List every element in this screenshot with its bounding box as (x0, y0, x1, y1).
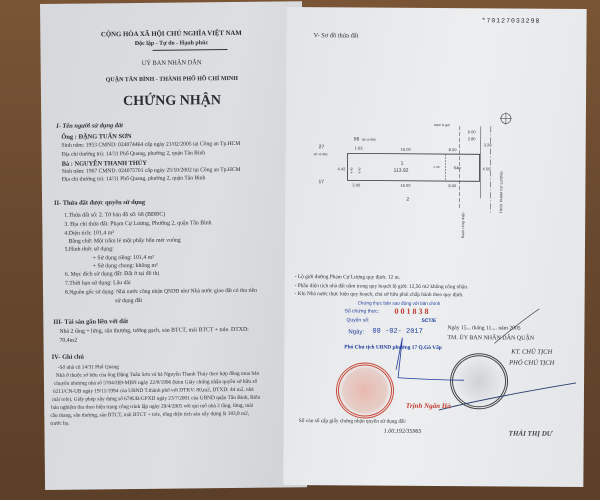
dim-left-side: 4.42 (338, 166, 347, 171)
owner1-address: Địa chỉ thường trú: 14/31 Phổ Quang, phư… (61, 150, 206, 158)
private-use: + Sử dụng riêng: 101,4 m² (92, 254, 154, 262)
parcel-area: 4.Diện tích: 101,4 m² (64, 230, 114, 237)
dim-inner-mid: 4.40 (434, 165, 440, 169)
parcel-area-words: Bằng chữ: Một trăm lẻ một phẩy bốn mét v… (68, 237, 181, 245)
note-line: cầu thang, sân thượng, sàn BTCT, mái BTC… (50, 410, 250, 419)
dim-inner-left-a: 4.40 (350, 167, 354, 173)
chairman-signature (438, 382, 577, 411)
shared-use: + Sử dụng chung: không m² (92, 262, 158, 270)
motto: Độc lập - Tự do - Hạnh phúc (134, 40, 209, 48)
dim-inner-left-b: 4.40 (358, 167, 362, 173)
neighbor-27: 27 (319, 144, 325, 150)
parcel-diagram: 1.63 16.00 8.00 2.00 16.00 8.00 4.42 4.4… (314, 112, 512, 238)
assets-line: Nhà 2 tầng + lửng, sân thượng, tường gạc… (59, 326, 249, 335)
committee-title: UỶ BAN NHÂN DÂN (141, 59, 202, 67)
section4-heading: IV- Ghi chú (51, 353, 84, 361)
assets-area: 70,4m2 (59, 337, 78, 344)
parcel-number-label: 1 (401, 161, 404, 167)
section2-heading: II- Thửa đất được quyền sử dụng (54, 198, 146, 207)
dim-setback-b: 2.80 (468, 136, 477, 141)
neighbor-27-note: (tờ số đất) (314, 152, 328, 156)
dim-bottom-mid: 16.00 (400, 183, 411, 188)
certificate-right-page: *70127033298 V- Sơ đồ thửa đất 1.63 16.0… (283, 6, 587, 488)
copy-cert-signer-name: Trịnh Ngân Hà (405, 401, 451, 411)
neighbor-56: 56 (354, 136, 360, 142)
note-line: 6211/CN-UB ngày 19/11/1994 của UBND T.th… (53, 386, 254, 395)
boundary-side-label: Ranh công nhận (461, 212, 465, 238)
parcel-number: 1.Thửa đất số: 2. Tờ bản đồ số: 68 (BĐĐC… (64, 211, 166, 219)
owner1-name: Ông : ĐẶNG TUẤN SƠN (61, 133, 132, 141)
chairman-signature-stroke (494, 308, 540, 344)
owner2-address: Địa chỉ thường trú: 14/31 Phổ Quang, phư… (61, 175, 206, 183)
chairman-name: THÁI THỊ DƯ (508, 429, 553, 438)
neighbor-17: 17 (318, 179, 324, 185)
dim-bottom-left: 2.00 (352, 182, 361, 187)
district-title: QUẬN TÂN BÌNH - THÀNH PHỐ HỒ CHÍ MINH (105, 75, 238, 84)
land-purpose: 6. Mục đích sử dụng đất: Đất ở tại đô th… (64, 270, 160, 278)
parcel-area-label: 113.92 (394, 168, 409, 174)
dim-top-right: 8.00 (449, 147, 458, 152)
usage-term: 7.Thời hạn sử dụng: Lâu dài (64, 280, 131, 287)
road-boundary (480, 126, 482, 199)
yard-label: Sân (454, 165, 461, 170)
boundary-top-label: Ranh lộ giới (434, 123, 451, 127)
street-label: TIM Đ. PHẠM CỰ LƯỢNG (499, 171, 503, 214)
dim-top-left: 1.63 (355, 145, 364, 150)
note-line: -Số nhà cũ 14/31 Phổ Quang (57, 364, 119, 371)
signatures (395, 308, 577, 411)
parcel-outline (347, 152, 481, 182)
owner2-id: Sinh năm: 1967 CMND: 024075701 cấp ngày … (61, 166, 241, 175)
dim-setback-a: 6.00 (468, 129, 477, 134)
dim-bottom-right: 8.00 (448, 183, 457, 188)
dim-top-mid: 16.00 (401, 147, 412, 152)
note-compliance: - Khi Nhà nước thực hiện quy hoạch, chủ … (294, 291, 464, 299)
certificate-left-page: CỘNG HÒA XÃ HỘI CHỦ NGHĨA VIỆT NAM Độc l… (40, 1, 308, 490)
section3-heading: III- Tài sản gắn liền với đất (53, 318, 129, 326)
dim-setback-c: 3.20 (484, 142, 493, 147)
dim-right-side: 4.50 (483, 166, 492, 171)
section1-heading: I- Tên người sử dụng đất (56, 122, 123, 130)
neighbor-56-note: (tờ số đất) (362, 137, 376, 141)
land-origin-cont: sử dụng đất (115, 297, 143, 305)
neighbor-2: 2 (406, 197, 409, 203)
land-origin: 8.Nguồn gốc sử dụng: Nhà nước công nhận … (64, 287, 257, 296)
republic-header: CỘNG HÒA XÃ HỘI CHỦ NGHĨA VIỆT NAM (100, 29, 242, 39)
note-line: trước bạ. (50, 420, 70, 427)
register-label: Số vào sổ cấp giấy chứng nhận quyền sử d… (298, 418, 407, 425)
usage-form: 5.Hình thức sử dụng: (64, 246, 114, 253)
parcel-address: 3. Địa chỉ thửa đất: Phạm Cự Lượng, Phườ… (64, 220, 212, 228)
header-divider (152, 49, 228, 51)
note-line: Nhà ở thuộc sở hữu của ông Đặng Tuấn Sơn… (55, 370, 260, 379)
note-line: chuyển nhượng nhà số 5704/HĐ-MBN ngày 22… (53, 378, 258, 387)
register-number: 1.00,192/35965 (383, 428, 422, 435)
street-centerline (489, 126, 492, 214)
document-title: CHỨNG NHẬN (123, 93, 222, 110)
note-planning-area: - Phần diện tích nhà đất nằm trong quy h… (294, 283, 469, 291)
recognized-boundary (459, 126, 461, 209)
owner1-id: Sinh năm: 1953 CMND: 024074464 cấp ngày … (61, 140, 241, 149)
note-road-width: - Lộ giới đường Phạm Cự Lượng quy định: … (294, 274, 400, 281)
note-line: bản nghiệm thu theo hiện trạng công trìn… (51, 402, 254, 411)
copy-cert-signature (395, 337, 465, 381)
